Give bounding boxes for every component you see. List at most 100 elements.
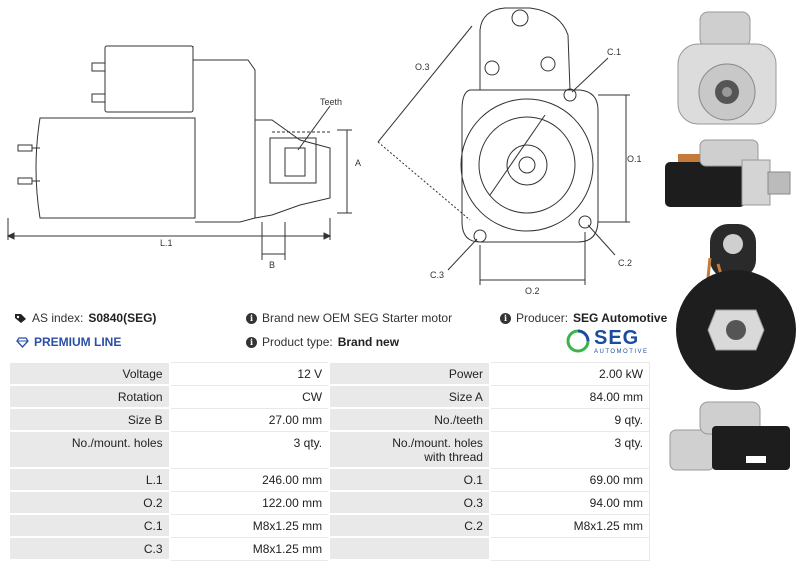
brand-new-text: Brand new OEM SEG Starter motor (262, 311, 453, 325)
spec-key-text: Size A (448, 389, 483, 404)
dim-l1-label: L.1 (160, 238, 173, 248)
seg-logo-mark (566, 329, 590, 353)
spec-key-text: C.2 (464, 518, 483, 533)
seg-logo: SEG AUTOMOTIVE (566, 326, 652, 356)
specs-row: Voltage 12 V Power 2.00 kW (8, 361, 650, 386)
product-type-label: Product type: (262, 335, 333, 349)
specs-row: C.3 M8x1.25 mm (8, 536, 650, 561)
seg-logo-name: SEG (594, 326, 640, 349)
photo-rear-view[interactable] (660, 218, 800, 394)
photo-side-view[interactable] (660, 132, 800, 214)
spec-value: 3 qty. (169, 430, 330, 469)
motor-body-outline (35, 117, 196, 219)
info-icon: i (246, 312, 257, 324)
as-index: AS index: S0840(SEG) (14, 308, 156, 328)
spec-key-text: C.3 (143, 541, 163, 556)
spec-key: O.2 (8, 490, 171, 515)
c2-label: C.2 (618, 258, 632, 268)
spec-key: L.1 (8, 467, 171, 492)
specs-row: C.1 M8x1.25 mm C.2 M8x1.25 mm (8, 513, 650, 538)
specs-row: Size B 27.00 mm No./teeth 9 qty. (8, 407, 650, 432)
spec-value: M8x1.25 mm (489, 513, 650, 538)
product-info: AS index: S0840(SEG) i Brand new OEM SEG… (14, 305, 667, 355)
premium-line-badge: PREMIUM LINE (16, 332, 121, 352)
photo-angle-view[interactable] (660, 396, 800, 476)
specs-row: L.1 246.00 mm O.1 69.00 mm (8, 467, 650, 492)
technical-drawing: Teeth A B L.1 O.1 O.2 O.3 C.1 C.2 C.3 (0, 0, 660, 300)
spec-value: 122.00 mm (169, 490, 330, 515)
spec-value: M8x1.25 mm (169, 513, 330, 538)
photo-front-view[interactable] (660, 2, 800, 130)
spec-key-text: C.1 (143, 518, 163, 533)
spec-key: No./mount. holes with thread (328, 430, 491, 469)
spec-key-text: Size B (127, 412, 163, 427)
spec-key: O.1 (328, 467, 491, 492)
producer-value: SEG Automotive (573, 311, 668, 325)
seg-logo-sub: AUTOMOTIVE (594, 348, 649, 355)
producer: i Producer: SEG Automotive (500, 308, 667, 328)
dim-b-label: B (269, 260, 275, 270)
product-photos (660, 0, 800, 569)
dim-o2-label: O.2 (525, 286, 540, 296)
spec-key-text: No./teeth (434, 412, 483, 427)
as-index-label: AS index: (32, 311, 84, 325)
producer-label: Producer: (516, 311, 569, 325)
spec-value: 9 qty. (489, 407, 650, 432)
spec-key: No./mount. holes (8, 430, 171, 469)
spec-value: 3 qty. (489, 430, 650, 469)
spec-value: CW (169, 384, 330, 409)
spec-key: No./teeth (328, 407, 491, 432)
spec-value (489, 536, 650, 561)
spec-key-text: Rotation (117, 389, 163, 404)
spec-key-text: L.1 (145, 472, 163, 487)
spec-key: Rotation (8, 384, 171, 409)
spec-key-text: Power (448, 366, 483, 381)
diamond-icon (16, 336, 29, 348)
spec-key-text: O.2 (143, 495, 163, 510)
spec-key: C.2 (328, 513, 491, 538)
premium-line-label: PREMIUM LINE (34, 335, 122, 349)
specs-row: O.2 122.00 mm O.3 94.00 mm (8, 490, 650, 515)
spec-value: 84.00 mm (489, 384, 650, 409)
spec-key: Power (328, 361, 491, 386)
product-type-value: Brand new (337, 335, 400, 349)
c1-label: C.1 (607, 47, 621, 57)
spec-key: C.1 (8, 513, 171, 538)
spec-value: 27.00 mm (169, 407, 330, 432)
spec-value: 246.00 mm (169, 467, 330, 492)
dim-o1-label: O.1 (627, 154, 642, 164)
tag-icon (15, 313, 26, 323)
solenoid-outline (104, 45, 194, 113)
product-type: i Product type: Brand new (246, 332, 399, 352)
spec-key-text: O.3 (463, 495, 483, 510)
spec-value: M8x1.25 mm (169, 536, 330, 561)
spec-value: 2.00 kW (489, 361, 650, 386)
spec-value: 94.00 mm (489, 490, 650, 515)
spec-key-text: No./mount. holes (71, 436, 163, 450)
c3-label: C.3 (430, 270, 444, 280)
spec-key: Voltage (8, 361, 171, 386)
info-icon: i (500, 312, 511, 324)
spec-key-text: O.1 (463, 472, 483, 487)
dim-o3-label: O.3 (415, 62, 430, 72)
info-row-1: AS index: S0840(SEG) i Brand new OEM SEG… (14, 308, 667, 328)
spec-key: Size A (328, 384, 491, 409)
spec-key (328, 536, 491, 561)
starter-motor-diagram: Teeth A B L.1 O.1 O.2 O.3 C.1 C.2 C.3 (6, 7, 642, 296)
spec-key: O.3 (328, 490, 491, 515)
spec-key-text: Voltage (122, 366, 163, 381)
info-icon: i (246, 336, 257, 348)
dim-a-label: A (355, 158, 361, 168)
spec-value: 12 V (169, 361, 330, 386)
as-index-value: S0840(SEG) (88, 311, 157, 325)
teeth-label: Teeth (320, 97, 342, 107)
specs-table: Voltage 12 V Power 2.00 kW Rotation CW Size A 8… (8, 361, 650, 561)
flange-outline (461, 89, 599, 243)
brand-new-note: i Brand new OEM SEG Starter motor (246, 308, 452, 328)
spec-key-text: No./mount. holes with thread (392, 436, 483, 464)
spec-value: 69.00 mm (489, 467, 650, 492)
info-row-2: PREMIUM LINE i Product type: Brand new (14, 332, 654, 352)
spec-key: C.3 (8, 536, 171, 561)
spec-key: Size B (8, 407, 171, 432)
